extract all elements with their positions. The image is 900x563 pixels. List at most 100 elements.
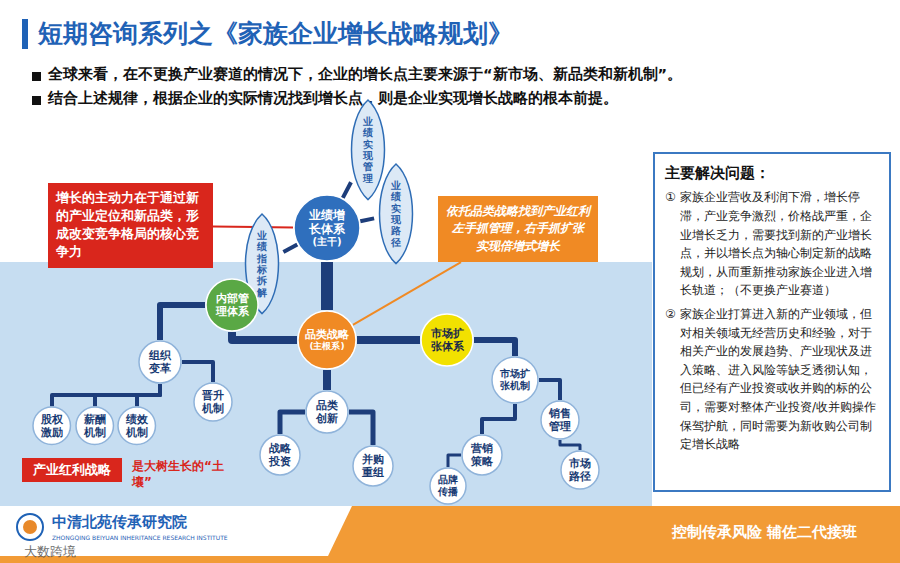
node-text: 营销策略 xyxy=(471,442,493,467)
node-text-group: 晋升机制 xyxy=(202,389,224,414)
tree-branch xyxy=(95,384,160,406)
tree-branch xyxy=(448,455,461,467)
title-bar xyxy=(22,19,28,49)
circle-shape xyxy=(139,341,181,383)
bullet-square xyxy=(32,96,41,105)
node-text: (主干) xyxy=(308,236,345,248)
panel-item: ② 家族企业打算进入新的产业领域，但对相关领域无经营历史和经验，对于相关产业的发… xyxy=(665,305,879,454)
node-text: 市场路径 xyxy=(569,457,591,482)
node-text: 股权激励 xyxy=(41,413,63,438)
tree-branch xyxy=(349,412,373,445)
box-text: 依托品类战略找到产业红利 左手抓管理，右手抓扩张 实现倍增式增长 xyxy=(445,203,591,255)
tree-branch xyxy=(52,384,160,406)
node-text: 内部管理体系 xyxy=(215,292,249,318)
tree-branch xyxy=(160,305,205,340)
circle-shape xyxy=(541,401,579,439)
system-circle: 市场扩张体系 xyxy=(420,313,474,367)
tree-branch xyxy=(357,336,420,344)
node-text: 业绩增长体系 xyxy=(308,208,345,237)
node-text: 业绩实现路径 xyxy=(386,180,406,248)
node-text: 品类创新 xyxy=(316,399,338,424)
tree-branch xyxy=(321,262,333,310)
circle-shape xyxy=(561,451,599,489)
branch-circle: 战略投资 xyxy=(259,434,301,476)
circle-shape xyxy=(492,357,538,403)
node-text-group: 业绩指标拆解 xyxy=(252,230,272,298)
branch-circle: 品牌传播 xyxy=(429,467,467,505)
bullet-text: 结合上述规律，根据企业的实际情况找到增长点，则是企业实现增长战略的根本前提。 xyxy=(48,89,618,108)
node-text: 战略投资 xyxy=(269,442,291,467)
node-text: 并购重组 xyxy=(362,453,384,478)
watermark: 大数跨境 xyxy=(24,543,76,561)
circle-shape xyxy=(76,407,113,444)
tree-branch xyxy=(323,370,331,390)
logo-ring xyxy=(17,514,43,540)
circle-shape xyxy=(294,195,360,261)
problem-panel: 主要解决问题： ① 家族企业营收及利润下滑，增长停滞，产业竞争激烈，价格战严重，企… xyxy=(653,152,891,492)
node-text-group: 业绩增长体系(主干) xyxy=(308,208,345,249)
tree-branch xyxy=(283,245,297,253)
tree-branch xyxy=(360,218,374,221)
circle-shape xyxy=(206,279,258,331)
branch-circle: 组织变革 xyxy=(138,340,182,384)
callout-box: 依托品类战略找到产业红利 左手抓管理，右手抓扩张 实现倍增式增长 xyxy=(438,196,598,262)
box-text: 产业红利战略 xyxy=(26,462,118,479)
branch-circle: 股权激励 xyxy=(32,406,71,445)
leaf-node: 业绩实现路径 xyxy=(374,163,418,265)
tree-branch xyxy=(560,440,580,450)
node-text-group: 绩效机制 xyxy=(126,413,148,438)
node-text-group: 品牌传播 xyxy=(438,474,459,498)
circle-shape xyxy=(421,314,473,366)
bullet-text: 全球来看，在不更换产业赛道的情况下，企业的增长点主要来源于“新市场、新品类和新机… xyxy=(48,65,682,84)
circle-shape xyxy=(462,435,502,475)
node-text-group: 市场扩张体系 xyxy=(430,327,464,353)
node-text-group: 销售管理 xyxy=(549,407,571,432)
branch-circle: 品类创新 xyxy=(305,390,349,434)
branch-circle: 并购重组 xyxy=(352,445,394,487)
branch-circle: 薪酬机制 xyxy=(75,406,114,445)
node-text: 绩效机制 xyxy=(126,413,148,438)
node-text: 组织变革 xyxy=(149,349,171,374)
branch-circle: 市场路径 xyxy=(560,450,600,490)
node-text-group: 品类战略(主根系) xyxy=(304,328,349,352)
circle-shape xyxy=(353,446,393,486)
circle-shape xyxy=(33,407,70,444)
node-text: 销售管理 xyxy=(549,407,571,432)
tree-branch xyxy=(343,182,351,198)
tree-branch xyxy=(137,384,160,406)
node-text-group: 薪酬机制 xyxy=(84,413,106,438)
strategy-box: 产业红利战略 xyxy=(22,458,122,482)
panel-item: ① 家族企业营收及利润下滑，增长停滞，产业竞争激烈，价格战严重，企业增长乏力，需… xyxy=(665,188,879,300)
node-text-group: 业绩实现管理 xyxy=(358,116,378,184)
branch-circle: 营销策略 xyxy=(461,434,503,476)
node-text: 薪酬机制 xyxy=(84,413,106,438)
slogan: 控制传承风险 辅佐二代接班 xyxy=(672,523,857,542)
branch-circle: 晋升机制 xyxy=(193,382,233,422)
node-text-group: 市场扩张机制 xyxy=(500,368,531,392)
bullet-square xyxy=(32,72,41,81)
node-text-group: 组织变革 xyxy=(149,349,171,374)
node-text: (主根系) xyxy=(304,341,349,352)
node-text-group: 股权激励 xyxy=(41,413,63,438)
circle-shape xyxy=(430,468,466,504)
node-text-group: 营销策略 xyxy=(471,442,493,467)
tree-branch xyxy=(474,340,515,356)
root-circle: 品类战略(主根系) xyxy=(297,310,357,370)
soil-note: 是大树生长的“土壤” xyxy=(132,459,232,490)
institute-name: 中清北苑传承研究院 xyxy=(52,513,187,532)
node-text-group: 内部管理体系 xyxy=(215,292,249,318)
node-text: 业绩指标拆解 xyxy=(252,230,272,298)
node-text-group: 业绩实现路径 xyxy=(386,180,406,248)
node-text: 品类战略 xyxy=(304,328,349,341)
branch-circle: 市场扩张机制 xyxy=(491,356,539,404)
node-text: 晋升机制 xyxy=(202,389,224,414)
node-text-group: 品类创新 xyxy=(316,399,338,424)
node-text: 市场扩张体系 xyxy=(430,327,464,353)
tree-branch xyxy=(482,404,515,434)
soil-ground xyxy=(0,262,652,507)
branch-circle: 销售管理 xyxy=(540,400,580,440)
node-text-group: 市场路径 xyxy=(569,457,591,482)
panel-heading: 主要解决问题： xyxy=(665,162,879,184)
system-circle: 内部管理体系 xyxy=(205,278,259,332)
